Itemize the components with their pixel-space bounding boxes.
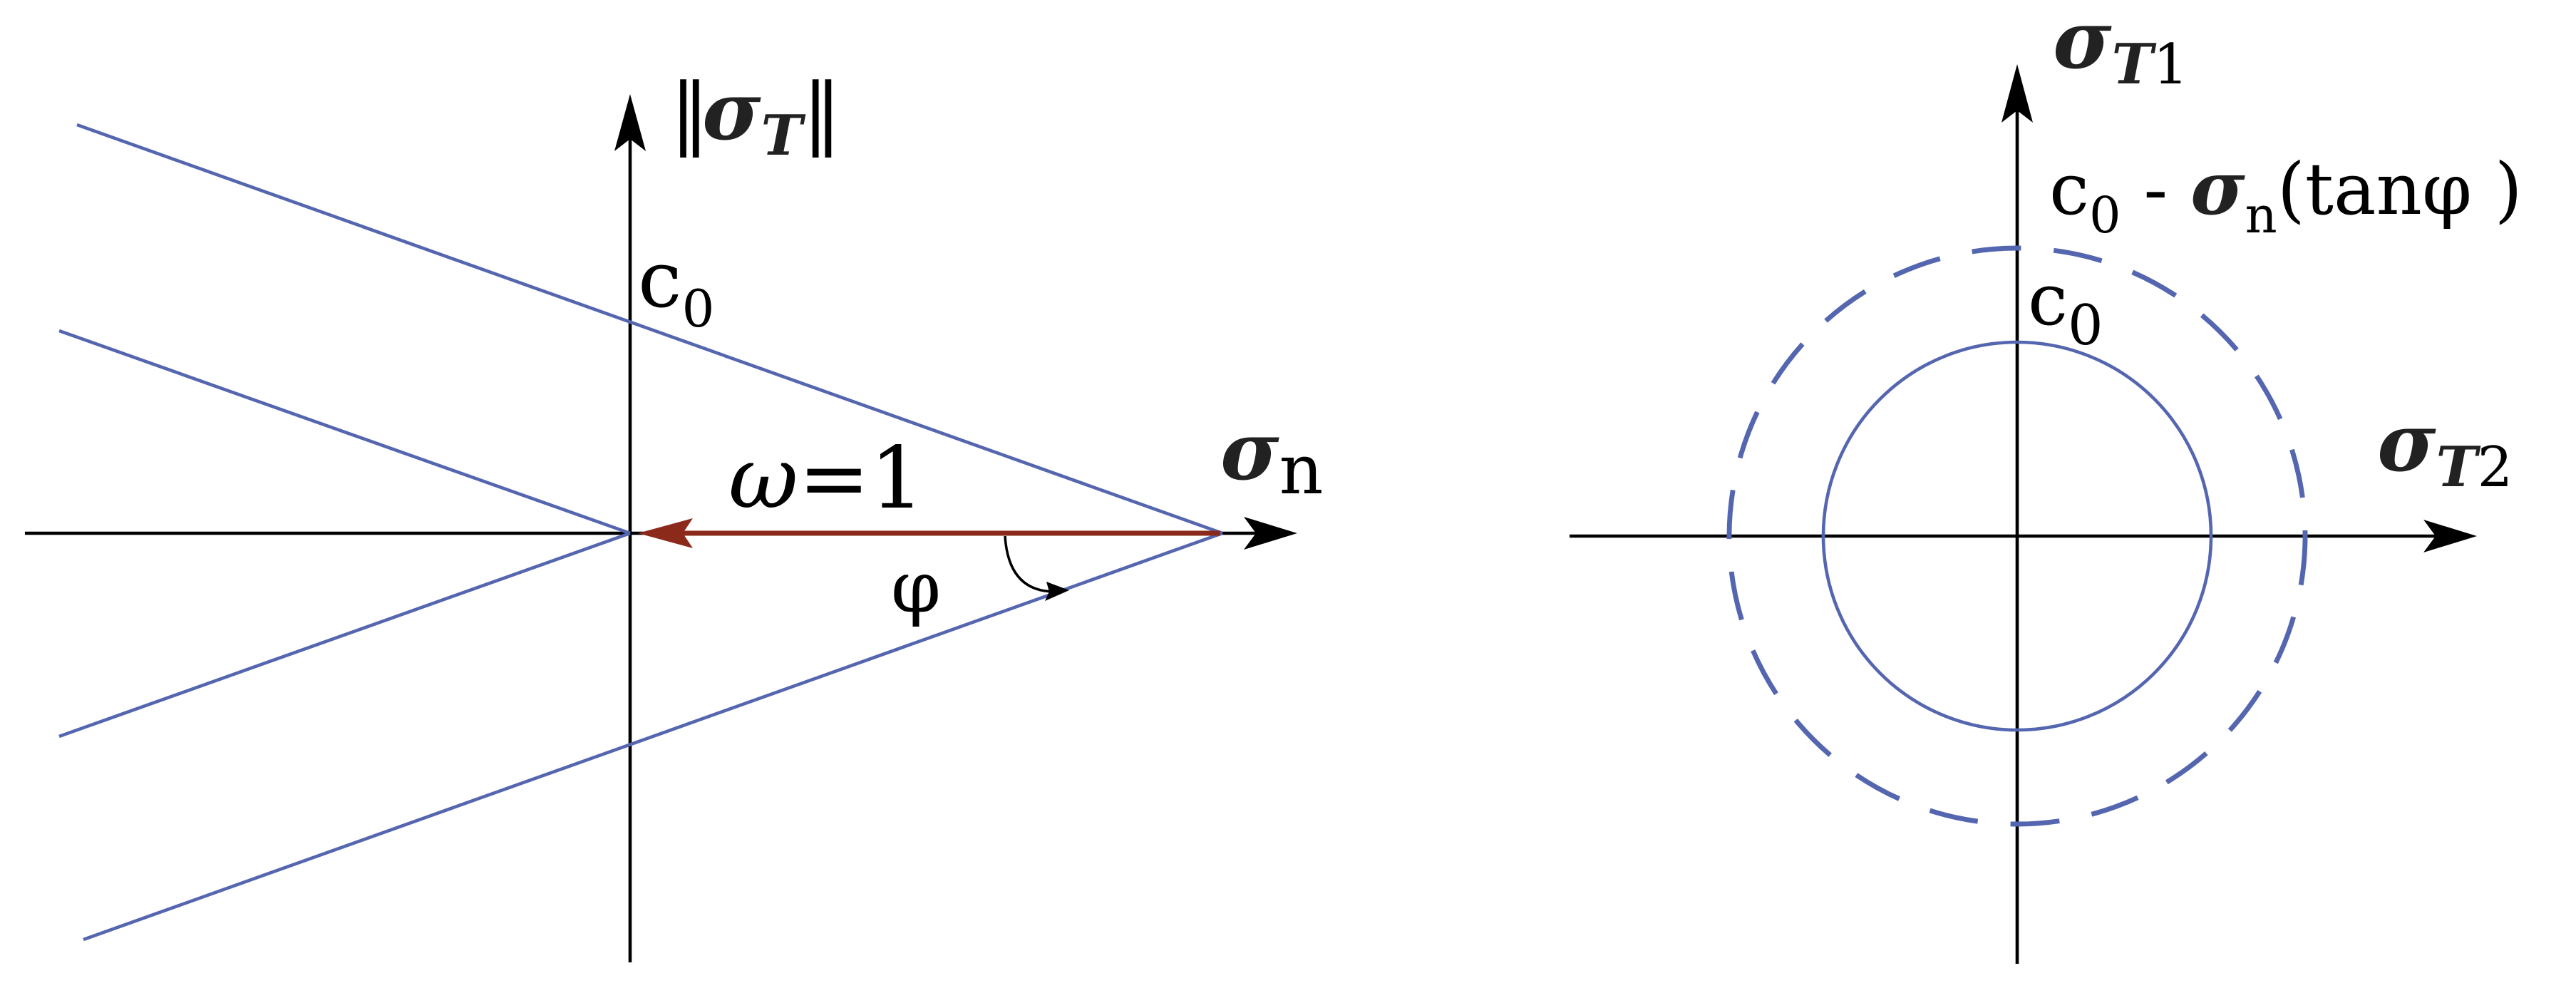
outer-cone-upper-line: [76, 123, 1223, 535]
tau1-subscript-letter: T: [2112, 32, 2157, 97]
c-base: c: [638, 234, 682, 325]
phi-label: φ: [891, 545, 941, 629]
omega-arrow-head: [638, 518, 693, 548]
tau1-subscript-index: 1: [2153, 33, 2189, 97]
left-vertical-axis-arrowhead: [614, 94, 646, 151]
inner-c-subscript: 0: [2068, 294, 2103, 358]
c-subscript: 0: [682, 279, 715, 339]
tau2-subscript-letter: T: [2436, 435, 2481, 500]
outer-c-base: c: [2049, 148, 2089, 231]
outer-radius-label: c0 - σn(tanφ ): [2049, 144, 2523, 245]
sigma-tau1-symbol: σ: [2053, 0, 2112, 87]
n-subscript: n: [1279, 430, 1324, 510]
outer-cone-lower-line: [83, 531, 1223, 942]
right-horizontal-axis-label: σT2: [2377, 396, 2513, 500]
right-horizontal-axis-arrowhead: [2423, 520, 2477, 552]
c0-intercept-label: c0: [638, 234, 714, 339]
sigma-tau2-symbol: σ: [2377, 396, 2436, 490]
right-vertical-axis-label: σT1: [2053, 0, 2188, 97]
left-panel: ‖σT‖ σn c0 ω=1 φ: [25, 65, 1323, 962]
right-vertical-axis-arrowhead: [2001, 64, 2033, 123]
inner-radius-label: c0: [2028, 258, 2103, 358]
sigma-symbol: σ: [702, 65, 761, 158]
tau-subscript: T: [761, 103, 806, 168]
outer-tan-phi: (tanφ ): [2277, 148, 2523, 231]
tau2-subscript-index: 2: [2478, 436, 2513, 500]
outer-sigma-subscript: n: [2245, 186, 2277, 245]
inner-c-base: c: [2028, 258, 2068, 341]
norm-bar-right: ‖: [803, 66, 842, 158]
left-horizontal-axis-label: σn: [1220, 405, 1323, 510]
omega-label: ω=1: [728, 429, 924, 528]
angle-phi-arrowhead: [1045, 582, 1069, 601]
omega-symbol: ω: [728, 429, 798, 528]
inner-cone-upper-line: [58, 329, 631, 535]
outer-dashed-circle: [1726, 245, 2308, 827]
inner-circle-c0: [1821, 340, 2213, 732]
sigma-n-symbol: σ: [1220, 405, 1279, 498]
outer-minus: -: [2121, 148, 2190, 231]
outer-sigma: σ: [2190, 144, 2245, 232]
norm-bar-left: ‖: [670, 66, 709, 158]
right-panel: σT1 σT2 c0 - σn(tanφ ) c0: [1570, 0, 2523, 964]
omega-value: =1: [798, 429, 924, 528]
outer-c-subscript: 0: [2089, 186, 2121, 245]
left-horizontal-axis-arrowhead: [1244, 517, 1297, 550]
angle-phi-arc: [1004, 535, 1056, 593]
left-vertical-axis-label: ‖σT‖: [670, 65, 842, 168]
inner-cone-lower-line: [58, 531, 631, 739]
